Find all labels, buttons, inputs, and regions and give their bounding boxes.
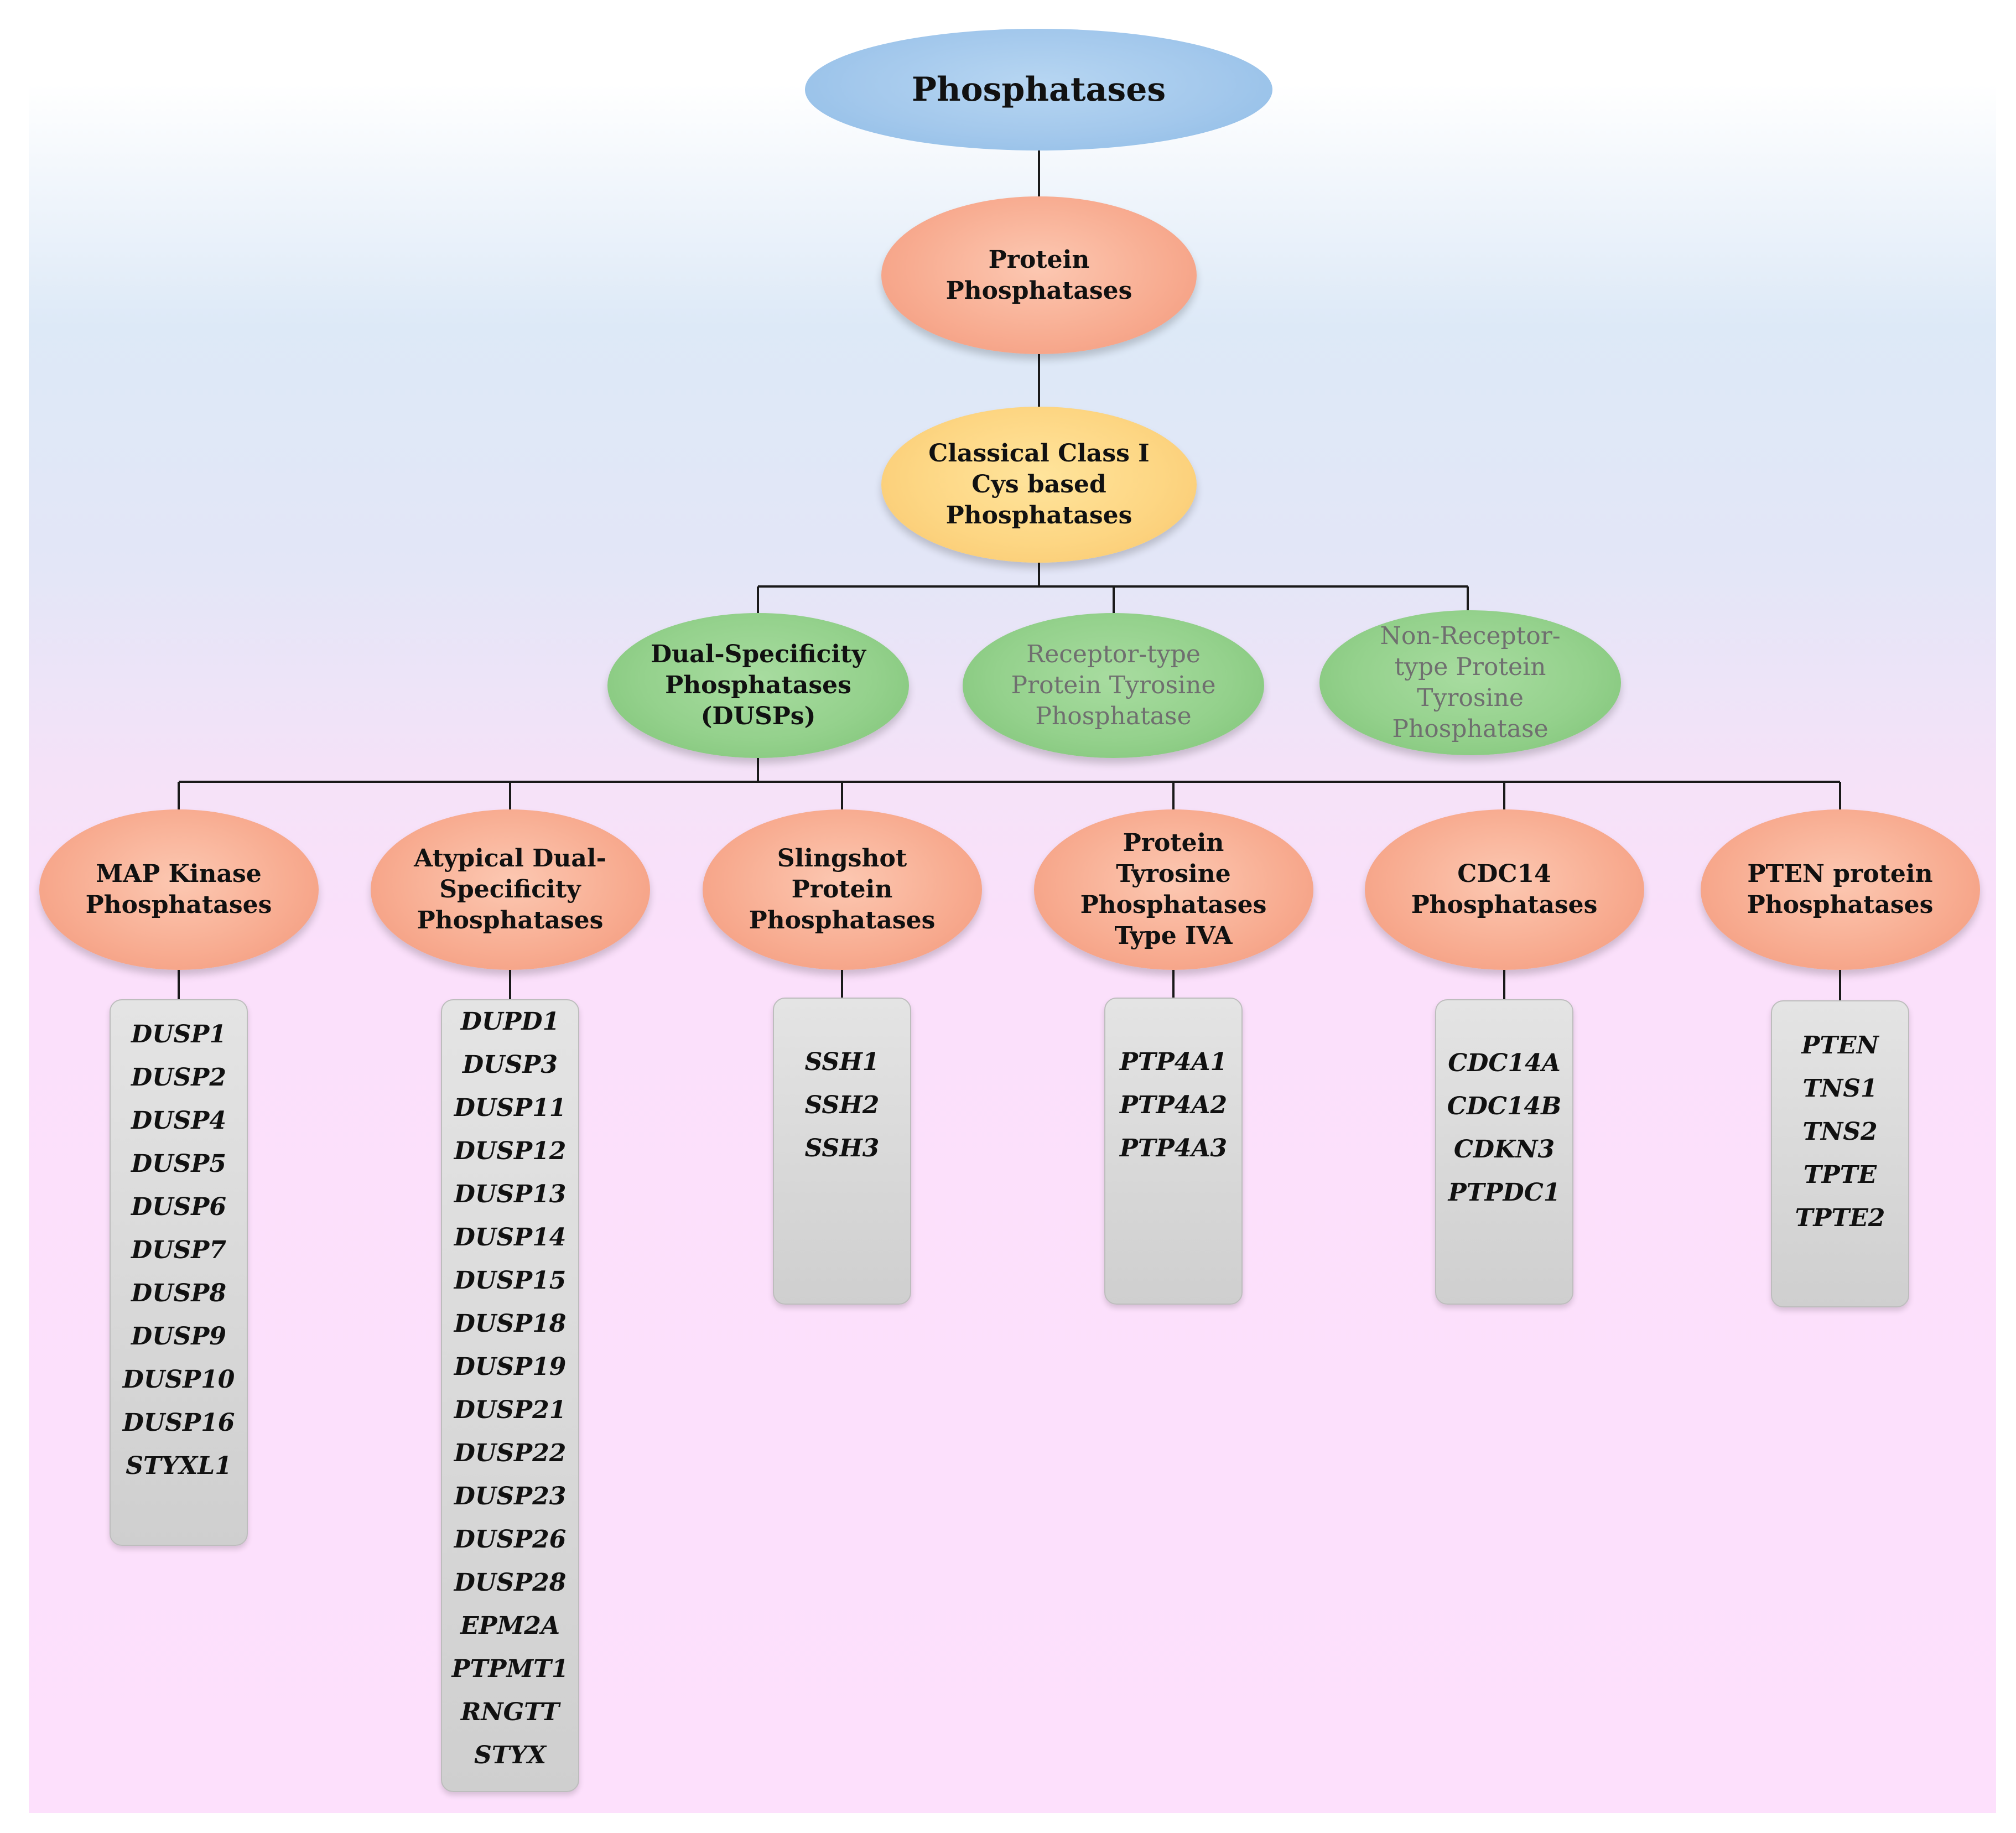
group-label-dusps: Dual-Specificity Phosphatases (DUSPs) — [650, 640, 866, 730]
gene-item: DUSP18 — [454, 1310, 567, 1338]
gene-item: STYXL1 — [126, 1452, 232, 1480]
family-node: MAP Kinase Phosphatases — [39, 809, 319, 970]
classical-class-i-label: Classical Class I Cys based Phosphatases — [928, 439, 1150, 529]
gene-item: DUSP28 — [454, 1569, 567, 1597]
classical-class-i-node: Classical Class I Cys based Phosphatases — [881, 407, 1197, 563]
gene-item: DUSP11 — [454, 1094, 567, 1122]
gene-item: DUSP3 — [462, 1051, 558, 1079]
gene-item: DUSP8 — [131, 1279, 226, 1307]
gene-item: DUSP22 — [454, 1439, 567, 1467]
gene-item: DUSP4 — [131, 1107, 226, 1135]
gene-item: DUSP26 — [454, 1525, 567, 1554]
gene-item: PTPMT1 — [451, 1655, 569, 1683]
gene-item: DUSP2 — [131, 1063, 226, 1092]
gene-item: DUSP6 — [131, 1193, 226, 1221]
gene-item: PTPDC1 — [1448, 1178, 1561, 1207]
gene-item: DUSP7 — [131, 1236, 226, 1264]
group-node-non-receptor-ptp: Non-Receptor- type Protein Tyrosine Phos… — [1319, 610, 1621, 755]
gene-item: DUSP15 — [454, 1266, 567, 1295]
gene-item: PTP4A1 — [1119, 1048, 1228, 1076]
gene-item: TNS2 — [1802, 1118, 1878, 1146]
gene-item: CDC14A — [1448, 1049, 1561, 1077]
family-label: Atypical Dual- Specificity Phosphatases — [414, 844, 606, 934]
gene-item: PTEN — [1801, 1031, 1879, 1060]
family-node: Protein Tyrosine Phosphatases Type IVA — [1033, 809, 1313, 970]
group-label-receptor-ptp: Receptor-type Protein Tyrosine Phosphata… — [1011, 640, 1216, 730]
family-node: Slingshot Protein Phosphatases — [702, 809, 982, 970]
gene-item: DUSP1 — [131, 1020, 226, 1048]
gene-item: DUSP14 — [454, 1223, 567, 1252]
gene-item: DUSP21 — [454, 1396, 567, 1424]
family-label: PTEN protein Phosphatases — [1747, 860, 1934, 919]
family-label: Slingshot Protein Phosphatases — [749, 844, 936, 934]
background-panel — [29, 84, 1996, 1813]
family-node: CDC14 Phosphatases — [1364, 809, 1644, 970]
gene-item: CDKN3 — [1453, 1135, 1555, 1164]
gene-item: SSH3 — [804, 1134, 880, 1162]
gene-item: STYX — [474, 1741, 547, 1769]
gene-item: CDC14B — [1447, 1092, 1562, 1120]
gene-item: SSH2 — [804, 1091, 880, 1119]
family-label: MAP Kinase Phosphatases — [85, 860, 272, 919]
root-node: Phosphatases — [805, 29, 1272, 150]
protein-phosphatases-label: Protein Phosphatases — [945, 245, 1132, 305]
gene-item: EPM2A — [460, 1612, 560, 1640]
gene-item: DUSP23 — [454, 1482, 567, 1510]
group-node-dusps: Dual-Specificity Phosphatases (DUSPs) — [607, 613, 909, 758]
gene-item: TPTE — [1803, 1161, 1877, 1189]
gene-item: DUSP5 — [131, 1150, 226, 1178]
family-node: PTEN protein Phosphatases — [1700, 809, 1980, 970]
gene-item: DUSP10 — [122, 1365, 235, 1394]
gene-item: TPTE2 — [1795, 1204, 1885, 1232]
family-label: CDC14 Phosphatases — [1411, 860, 1598, 919]
group-node-receptor-ptp: Receptor-type Protein Tyrosine Phosphata… — [963, 613, 1264, 758]
gene-item: RNGTT — [460, 1698, 560, 1726]
gene-item: PTP4A2 — [1119, 1091, 1228, 1119]
protein-phosphatases-node: Protein Phosphatases — [881, 196, 1197, 354]
gene-item: DUSP12 — [454, 1137, 567, 1165]
gene-item: DUSP19 — [454, 1353, 567, 1381]
gene-item: DUSP9 — [131, 1322, 226, 1351]
gene-item: DUSP13 — [454, 1180, 567, 1208]
group-label-non-receptor-ptp: Non-Receptor- type Protein Tyrosine Phos… — [1380, 622, 1561, 743]
family-label: Protein Tyrosine Phosphatases Type IVA — [1080, 829, 1267, 950]
gene-item: DUSP16 — [122, 1409, 235, 1437]
gene-item: TNS1 — [1802, 1074, 1878, 1103]
gene-item: SSH1 — [804, 1048, 880, 1076]
gene-item: PTP4A3 — [1119, 1134, 1228, 1162]
root-label: Phosphatases — [911, 70, 1166, 109]
family-node: Atypical Dual- Specificity Phosphatases — [370, 809, 650, 970]
gene-item: DUPD1 — [460, 1008, 560, 1036]
